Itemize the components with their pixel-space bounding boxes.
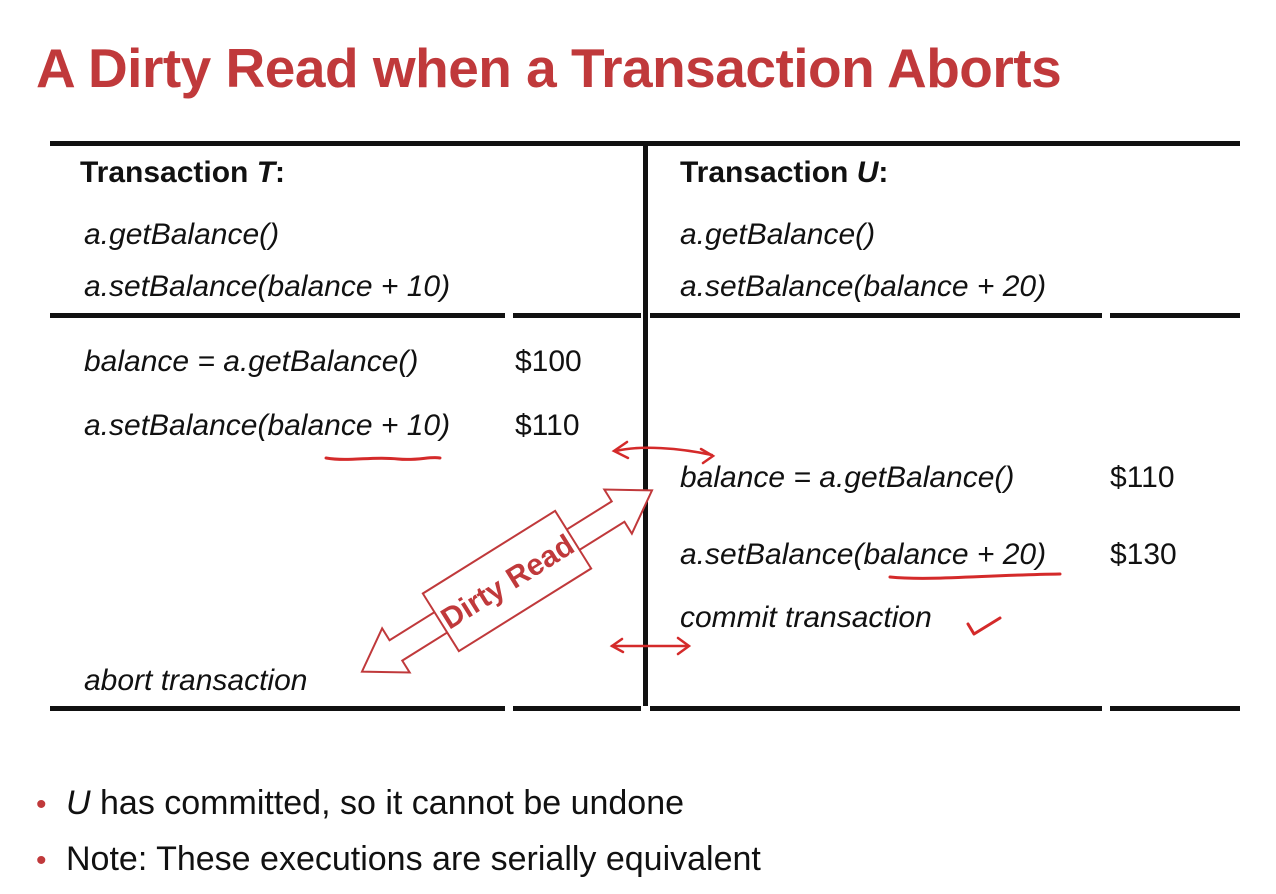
transaction-u-heading-suffix: : xyxy=(878,156,889,189)
bullet-icon: • xyxy=(36,844,47,877)
transaction-t-step-op: balance = a.getBalance() xyxy=(84,345,419,378)
bullet-icon: • xyxy=(36,788,47,821)
transaction-u-summary-line: a.setBalance(balance + 20) xyxy=(680,270,1047,303)
transaction-t-step-value: $110 xyxy=(515,409,580,442)
transaction-u-summary-line: a.getBalance() xyxy=(680,218,876,251)
header-divider-rule-left xyxy=(50,313,505,318)
transaction-t-heading: Transaction T: xyxy=(80,158,285,188)
pen-check-icon xyxy=(966,616,1002,636)
slide-title: A Dirty Read when a Transaction Aborts xyxy=(36,37,1062,99)
list-item: • U has committed, so it cannot be undone xyxy=(36,776,761,832)
transaction-t-heading-name: T xyxy=(256,156,276,189)
pen-double-arrow-lower xyxy=(609,636,692,656)
pen-underline-t xyxy=(324,456,442,461)
transaction-u-heading: Transaction U: xyxy=(680,158,888,188)
transaction-u-heading-prefix: Transaction xyxy=(680,156,857,189)
dirty-read-label: Dirty Read xyxy=(435,529,580,636)
header-divider-rule-far-right xyxy=(1110,313,1240,318)
table-bottom-rule-far-right xyxy=(1110,706,1240,711)
transaction-t-step-value: $100 xyxy=(515,345,582,378)
pen-double-arrow-upper xyxy=(611,440,716,465)
list-item: • Note: These executions are serially equ… xyxy=(36,832,761,888)
transaction-u-heading-name: U xyxy=(856,156,879,189)
header-divider-rule-right xyxy=(650,313,1102,318)
transaction-t-step-op: abort transaction xyxy=(84,664,308,697)
transaction-u-step-value: $130 xyxy=(1110,538,1177,571)
column-divider xyxy=(643,146,648,706)
transaction-u-step-value: $110 xyxy=(1110,461,1175,494)
bullet-text: has committed, so it cannot be undone xyxy=(90,784,685,822)
transaction-t-heading-suffix: : xyxy=(275,156,286,189)
bullet-text: Note: These executions are serially equi… xyxy=(66,840,761,878)
transaction-t-summary-line: a.getBalance() xyxy=(84,218,280,251)
table-bottom-rule-mid xyxy=(513,706,641,711)
transaction-t-step-op: a.setBalance(balance + 10) xyxy=(84,409,451,442)
transaction-t-summary-line: a.setBalance(balance + 10) xyxy=(84,270,451,303)
table-bottom-rule-left xyxy=(50,706,505,711)
pen-underline-u xyxy=(888,572,1062,580)
transaction-u-step-op: balance = a.getBalance() xyxy=(680,461,1015,494)
transaction-u-step-op: commit transaction xyxy=(680,601,932,634)
bullet-list: • U has committed, so it cannot be undone… xyxy=(36,776,761,888)
table-top-rule xyxy=(50,141,1240,146)
dirty-read-arrow: Dirty Read xyxy=(360,488,654,674)
bullet-emphasis: U xyxy=(66,784,91,822)
header-divider-rule-mid xyxy=(513,313,641,318)
transaction-t-heading-prefix: Transaction xyxy=(80,156,257,189)
transaction-u-step-op: a.setBalance(balance + 20) xyxy=(680,538,1047,571)
table-bottom-rule-right xyxy=(650,706,1102,711)
